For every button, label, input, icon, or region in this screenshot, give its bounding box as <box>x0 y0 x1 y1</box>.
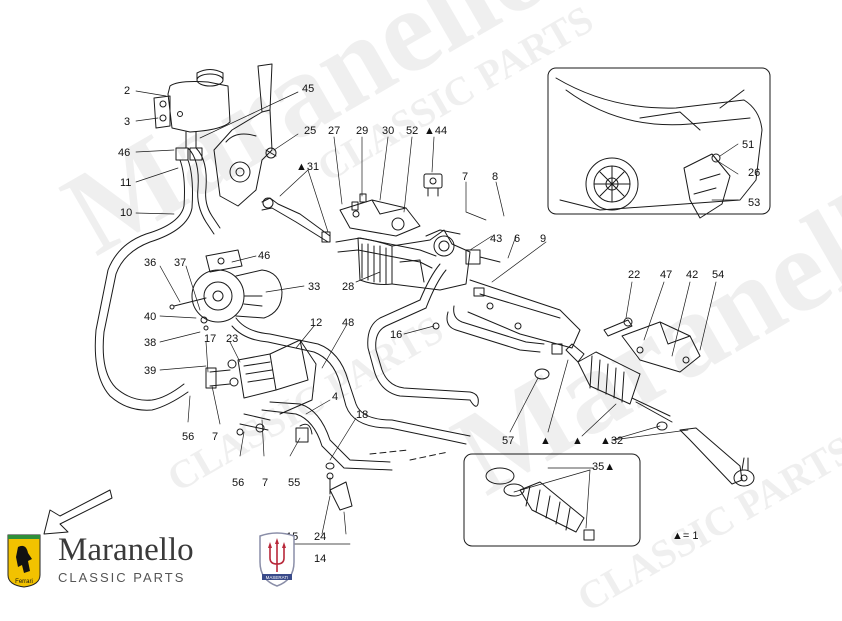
callout-14: 14 <box>314 553 326 565</box>
mounting-bracket <box>213 63 277 207</box>
callout-36: 36 <box>144 257 156 269</box>
callout-40: 40 <box>144 311 156 323</box>
callout-29: 29 <box>356 125 368 137</box>
callout-18: 18 <box>356 409 368 421</box>
callout-46-pump: 46 <box>258 250 270 262</box>
svg-text:Ferrari: Ferrari <box>15 579 33 585</box>
callout-2: 2 <box>124 85 130 97</box>
maserati-trident-icon: MASERATI <box>259 532 295 587</box>
callout-46: 46 <box>118 147 130 159</box>
callout-32: ▲32 <box>600 435 623 447</box>
callout-22: 22 <box>628 269 640 281</box>
callout-8: 8 <box>492 171 498 183</box>
leader-lines <box>135 90 739 545</box>
callout-42: 42 <box>686 269 698 281</box>
lower-mount-bracket <box>325 462 353 511</box>
callout-52: 52 <box>406 125 418 137</box>
front-direction-arrow <box>43 489 113 535</box>
callout-7-top: 7 <box>462 171 468 183</box>
callout-53: 53 <box>748 197 760 209</box>
callout-57: 57 <box>502 435 514 447</box>
callout-45: 45 <box>302 83 314 95</box>
cooling-pipes <box>231 317 471 471</box>
pressure-sensor <box>423 173 443 197</box>
callout-10: 10 <box>120 207 132 219</box>
callout-17: 17 <box>204 333 216 345</box>
callout-56-bottom: 56 <box>232 477 244 489</box>
callout-51: 51 <box>742 139 754 151</box>
callout-11: 11 <box>120 177 131 189</box>
callout-47: 47 <box>660 269 672 281</box>
fluid-reservoir <box>153 69 231 149</box>
rack-housing-right <box>467 279 585 380</box>
callout-24: 24 <box>314 531 326 543</box>
callout-4: 4 <box>332 391 338 403</box>
steering-rack <box>335 229 501 291</box>
return-hose <box>94 147 221 411</box>
power-steering-pump <box>169 249 283 331</box>
callout-55: 55 <box>288 477 300 489</box>
legend-key: ▲= 1 <box>672 530 699 542</box>
callout-16: 16 <box>390 329 402 341</box>
callout-39: 39 <box>144 365 156 377</box>
callout-35: 35▲ <box>592 461 615 473</box>
svg-text:MASERATI: MASERATI <box>266 575 289 580</box>
callout-28: 28 <box>342 281 354 293</box>
callout-38: 38 <box>144 337 156 349</box>
callout-3: 3 <box>124 116 130 128</box>
callout-6: 6 <box>514 233 520 245</box>
vehicle-location-inset <box>547 67 771 219</box>
callout-56-left: 56 <box>182 431 194 443</box>
callout-33: 33 <box>308 281 320 293</box>
callout-25: 25 <box>304 125 316 137</box>
callout-37: 37 <box>174 257 186 269</box>
rotary-valve <box>339 193 421 237</box>
brand-logo: Maranello CLASSIC PARTS <box>58 532 194 586</box>
right-bellows <box>577 317 701 423</box>
callout-44: ▲44 <box>424 125 447 137</box>
callout-12: 12 <box>310 317 322 329</box>
brand-name: Maranello <box>58 532 194 568</box>
brand-subtitle: CLASSIC PARTS <box>58 570 186 585</box>
ferrari-shield-icon: Ferrari <box>7 534 41 588</box>
callout-48: 48 <box>342 317 354 329</box>
right-tie-rod-end <box>656 421 755 487</box>
callout-31: ▲31 <box>296 161 319 173</box>
callout-triangle-a: ▲ <box>540 435 551 447</box>
boot-kit-inset <box>463 453 641 547</box>
legend-text: ▲= 1 <box>672 530 699 542</box>
callout-26: 26 <box>748 167 760 179</box>
callout-9: 9 <box>540 233 546 245</box>
callout-54: 54 <box>712 269 724 281</box>
callout-triangle-b: ▲ <box>572 435 583 447</box>
parts-diagram: 2 3 46 11 10 45 25 27 29 30 52 ▲44 ▲31 7… <box>43 63 771 565</box>
callout-7-bottom: 7 <box>262 477 268 489</box>
callout-labels: 2 3 46 11 10 45 25 27 29 30 52 ▲44 ▲31 7… <box>118 83 760 565</box>
callout-7-left: 7 <box>212 431 218 443</box>
callout-27: 27 <box>328 125 340 137</box>
left-tie-rod <box>261 197 331 243</box>
oil-cooler <box>205 339 317 415</box>
callout-30: 30 <box>382 125 394 137</box>
callout-23: 23 <box>226 333 238 345</box>
callout-43: 43 <box>490 233 502 245</box>
pressure-pipe <box>367 263 545 407</box>
